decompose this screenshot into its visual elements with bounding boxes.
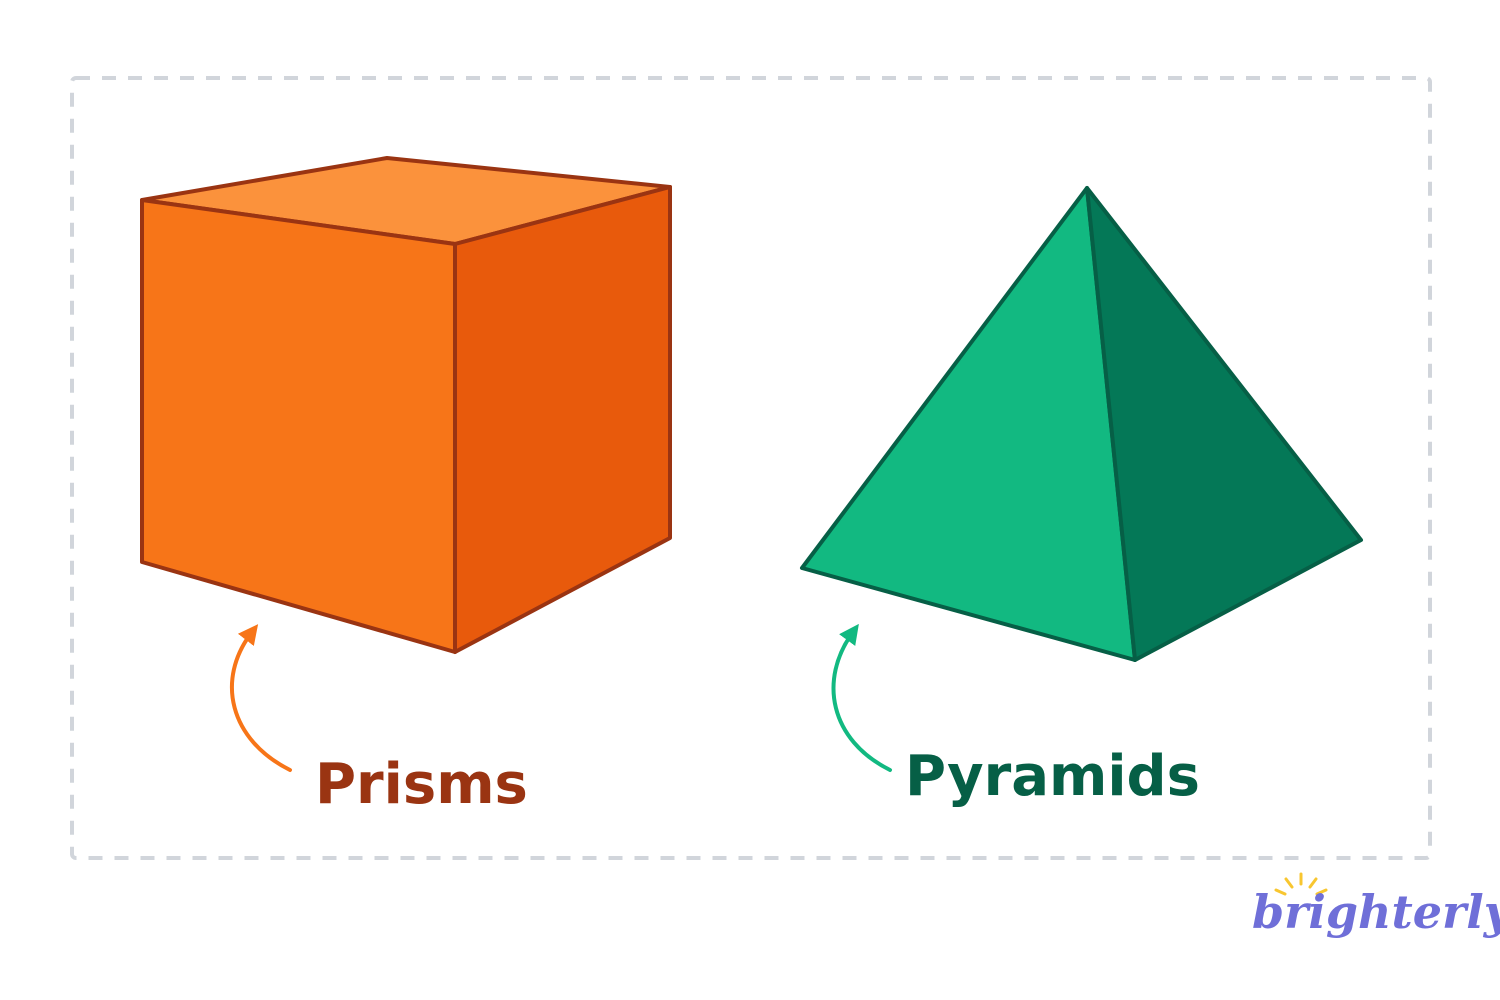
pyramid-side-face [1085,186,1363,662]
pyramid-arrow [831,623,892,772]
brand-logo: brighterly [1252,872,1500,939]
dashed-frame [70,76,1432,860]
pyramid-shape [800,186,1363,662]
pyramid-label: Pyramids [905,744,1200,809]
prism-cube [140,156,672,654]
prism-label: Prisms [315,752,528,817]
prism-arrow [229,624,292,772]
pyramid-front-face [800,186,1137,662]
cube-front-face [140,198,457,654]
sun-rays-icon [1274,872,1328,896]
cube-side-face [453,185,672,654]
brand-wordmark: brighterly [1252,885,1500,939]
